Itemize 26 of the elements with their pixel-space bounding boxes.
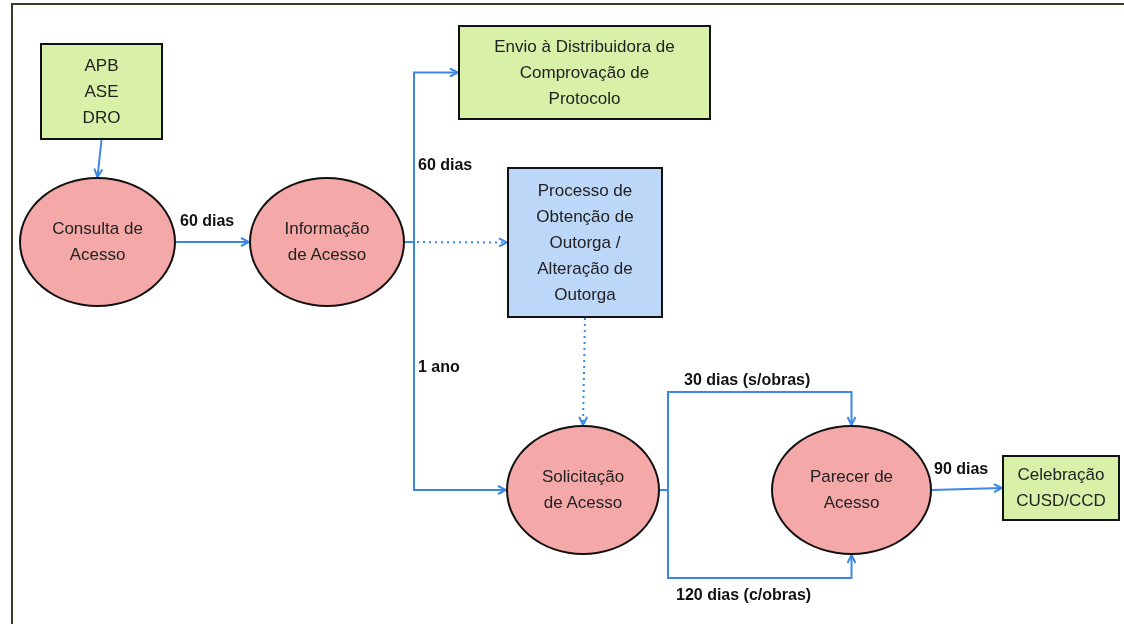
node-text: APB <box>84 54 119 77</box>
arrow <box>175 237 250 247</box>
node-text: Celebração CUSD/CCD <box>1015 464 1107 512</box>
arrow <box>578 317 589 426</box>
node-text: Consulta de Acesso <box>51 218 144 266</box>
node-text: Informação de Acesso <box>283 218 371 266</box>
node-text: ASE <box>84 80 119 103</box>
node-text: DRO <box>82 106 121 129</box>
edge-label: 1 ano <box>418 358 460 376</box>
process-box <box>1002 455 1120 521</box>
node-text: Processo de Obtenção de Outorga / Alteração de Outorga <box>535 179 635 306</box>
process-box <box>458 25 711 120</box>
edge-label: 120 dias (c/obras) <box>676 586 812 604</box>
process-box <box>507 167 663 318</box>
arrow <box>931 483 1003 494</box>
arrow <box>659 489 857 579</box>
node-text: Parecer de Acesso <box>809 466 894 514</box>
node-text: Solicitação de Acesso <box>540 466 626 514</box>
arrow <box>404 241 507 495</box>
node-text: Envio à Distribuidora de Comprovação de Protocolo <box>493 35 676 110</box>
edge-label: 60 dias <box>418 156 473 174</box>
edge-label: 90 dias <box>934 460 989 478</box>
edge-label: 60 dias <box>180 212 235 230</box>
edge-label: 30 dias (s/obras) <box>684 371 811 389</box>
arrow <box>93 139 104 178</box>
process-box <box>40 43 163 140</box>
